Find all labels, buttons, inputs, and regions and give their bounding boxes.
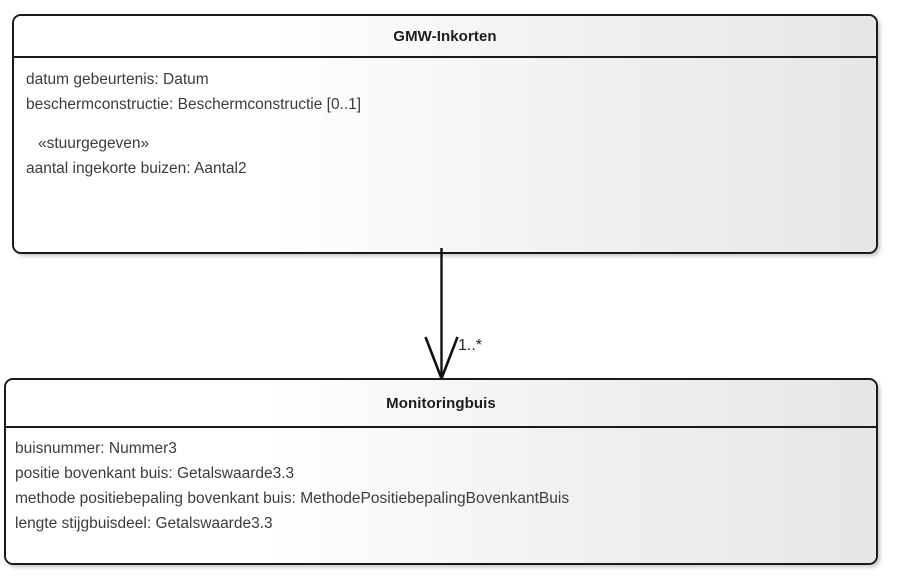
uml-class-gmw-inkorten[interactable]: GMW-Inkorten datum gebeurtenis: Datum be…: [12, 14, 878, 254]
attributes-compartment-monitoringbuis: buisnummer: Nummer3 positie bovenkant bu…: [6, 428, 876, 563]
attribute-row: positie bovenkant buis: Getalswaarde3.3: [15, 465, 295, 482]
attributes-compartment-gmw-inkorten: datum gebeurtenis: Datum beschermconstru…: [14, 58, 876, 252]
class-name-gmw-inkorten: GMW-Inkorten: [14, 16, 876, 58]
attribute-row: aantal ingekorte buizen: Aantal2: [26, 160, 247, 177]
attribute-row: methode positiebepaling bovenkant buis: …: [15, 490, 570, 507]
attribute-row: datum gebeurtenis: Datum: [26, 71, 209, 88]
association-connector: [400, 248, 540, 382]
multiplicity-label: 1..*: [458, 337, 483, 354]
attribute-row: lengte stijgbuisdeel: Getalswaarde3.3: [15, 515, 273, 532]
connector-line-and-arrowhead: [424, 248, 459, 382]
class-name-monitoringbuis: Monitoringbuis: [6, 380, 876, 428]
attribute-row: buisnummer: Nummer3: [15, 440, 177, 457]
attribute-row: beschermconstructie: Beschermconstructie…: [26, 96, 362, 113]
stereotype-label: «stuurgegeven»: [38, 135, 150, 152]
uml-class-monitoringbuis[interactable]: Monitoringbuis buisnummer: Nummer3 posit…: [4, 378, 878, 565]
